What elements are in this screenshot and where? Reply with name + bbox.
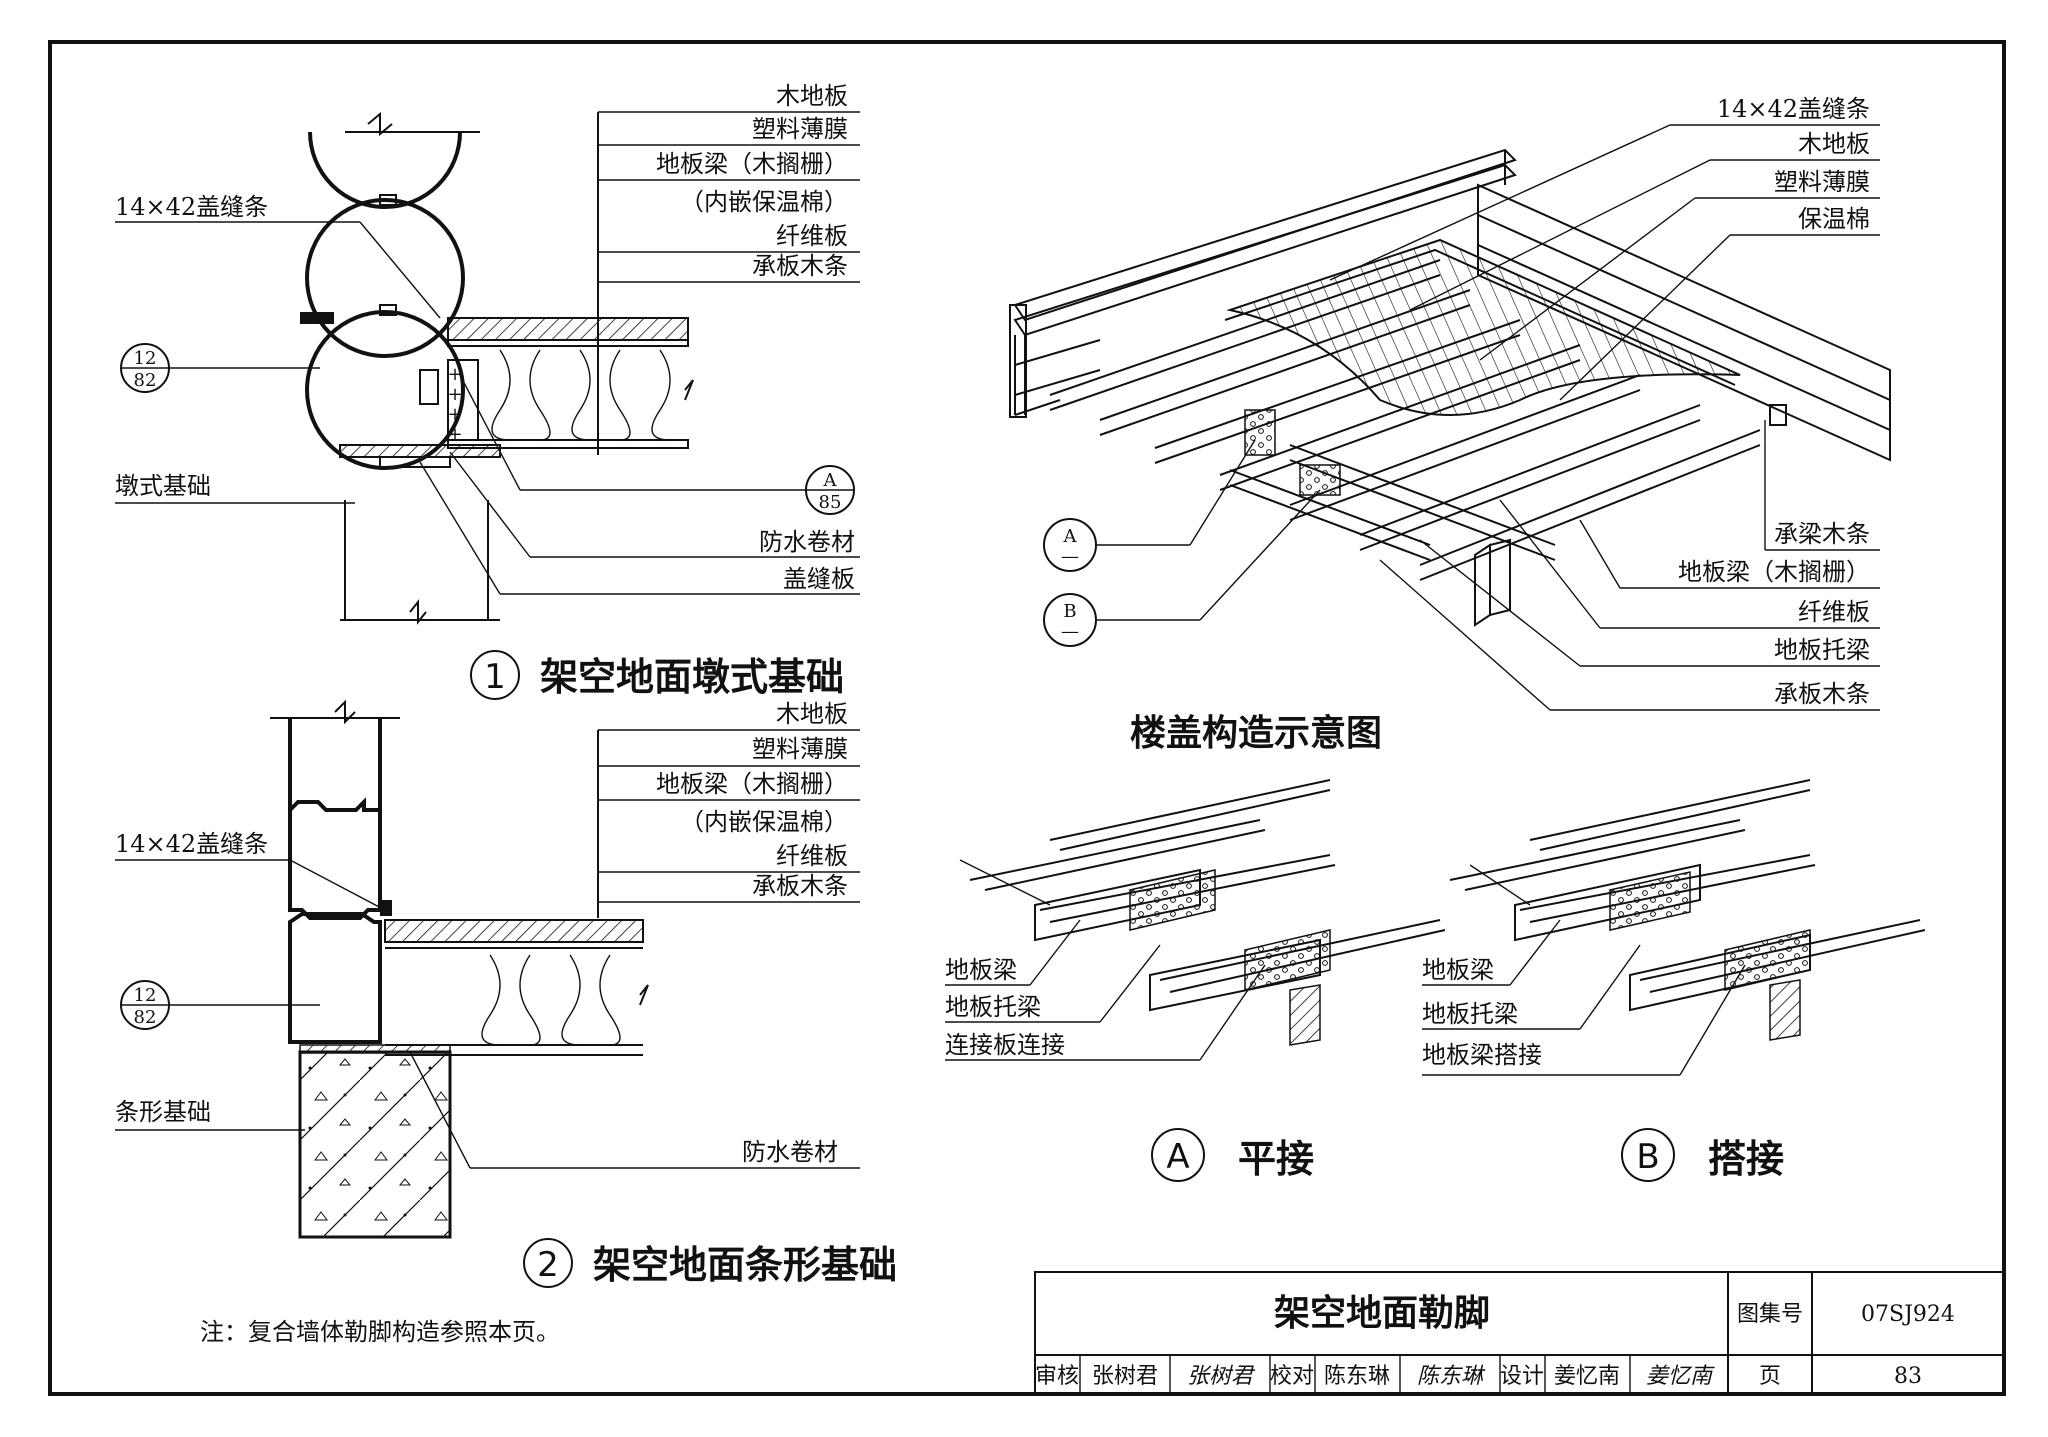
d2-label-strip-foundation: 条形基础 — [115, 1098, 211, 1126]
iso-ref-a: A — [1063, 526, 1078, 547]
b-label-girder: 地板托梁 — [1422, 1000, 1518, 1028]
floor-board-2 — [384, 919, 644, 943]
tb-check-label: 校对 — [1270, 1364, 1314, 1389]
b-label-lap-joint: 地板梁搭接 — [1422, 1041, 1542, 1069]
d2-label-batten: 承板木条 — [752, 872, 848, 900]
a-label-girder: 地板托梁 — [945, 993, 1041, 1021]
svg-text:+: + — [447, 424, 462, 445]
a-letter: A — [1166, 1137, 1189, 1177]
b-letter: B — [1636, 1137, 1659, 1177]
detail-2-strip-foundation: 木地板 塑料薄膜 地板梁（木搁栅） （内嵌保温棉） 纤维板 承板木条 14×42… — [115, 699, 897, 1346]
tb-atlas-no: 07SJ924 — [1861, 1302, 1955, 1327]
d1-number: 1 — [484, 657, 506, 697]
tb-page-label: 页 — [1759, 1364, 1781, 1389]
d2-ref-bottom: 82 — [134, 1007, 157, 1028]
b-beam-1 — [1514, 863, 1701, 942]
d2-label-wood-floor: 木地板 — [776, 700, 848, 728]
title-block: 架空地面勒脚 图集号 07SJ924 审核 张树君 张树君 校对 陈东琳 陈东琳… — [1034, 1271, 2005, 1395]
d1-label-waterproof: 防水卷材 — [759, 528, 855, 556]
iso-title: 楼盖构造示意图 — [1130, 713, 1382, 754]
iso-label-batten: 承板木条 — [1774, 680, 1870, 708]
tb-drawing-title: 架空地面勒脚 — [1274, 1293, 1490, 1334]
d1-label-batten: 承板木条 — [752, 252, 848, 280]
tb-checker-signature: 陈东琳 — [1417, 1364, 1486, 1389]
d1-label-plastic-film: 塑料薄膜 — [752, 115, 848, 143]
detail-b-lap-joint: 地板梁 地板托梁 地板梁搭接 B 搭接 — [1422, 779, 1926, 1182]
isometric-floor-diagram: 14×42盖缝条 木地板 塑料薄膜 保温棉 承梁木条 地板梁（木搁栅） 纤维板 … — [1009, 95, 1891, 754]
iso-label-insulation: 保温棉 — [1798, 205, 1870, 233]
d2-number-circle — [523, 1238, 573, 1288]
d1-ref-bottom: 82 — [134, 370, 157, 391]
d2-number: 2 — [537, 1245, 559, 1285]
sheet-note: 注：复合墙体勒脚构造参照本页。 — [200, 1318, 560, 1346]
d1-label-fiberboard: 纤维板 — [776, 222, 848, 250]
tb-page-no: 83 — [1894, 1364, 1922, 1389]
d1-label-cover-strip: 14×42盖缝条 — [115, 193, 268, 221]
d1-ref-a-top: A — [823, 470, 838, 491]
tb-reviewer-signature: 张树君 — [1187, 1364, 1256, 1389]
b-title: 搭接 — [1708, 1137, 1784, 1181]
wall-block-2 — [288, 912, 382, 1044]
d1-ref-a-bottom: 85 — [819, 492, 842, 513]
d2-label-fiberboard: 纤维板 — [776, 842, 848, 870]
detail-1-pier-foundation: + + + + 木地板 塑料薄膜 地板梁（木搁栅） （内嵌保温棉） 纤维板 承板… — [115, 82, 860, 700]
floor-boards-3d — [1226, 238, 1741, 416]
a-label-joist: 地板梁 — [945, 956, 1017, 984]
joists — [1049, 259, 1761, 581]
d1-ref-top: 12 — [134, 348, 157, 369]
iso-ref-b-dash: — — [1061, 621, 1079, 642]
iso-label-sill-batten: 承梁木条 — [1774, 520, 1870, 548]
d2-label-cover-strip: 14×42盖缝条 — [115, 830, 268, 858]
strip-foundation — [298, 1050, 452, 1239]
tb-review-label: 审核 — [1035, 1364, 1079, 1389]
iso-label-wood-floor: 木地板 — [1798, 130, 1870, 158]
d1-title: 架空地面墩式基础 — [540, 655, 844, 699]
b-letter-circle — [1621, 1128, 1675, 1182]
svg-text:+: + — [447, 364, 462, 385]
iso-ref-a-dash: — — [1061, 546, 1079, 567]
detail-a-butt-joint: 地板梁 地板托梁 连接板连接 A 平接 — [945, 779, 1446, 1182]
iso-label-girder: 地板托梁 — [1774, 636, 1870, 664]
d1-label-joist: 地板梁（木搁栅） — [656, 150, 848, 178]
a-title: 平接 — [1238, 1137, 1314, 1181]
d1-number-circle — [470, 650, 520, 700]
iso-label-cover-strip: 14×42盖缝条 — [1717, 95, 1870, 123]
d2-label-waterproof: 防水卷材 — [742, 1138, 838, 1166]
tb-checker: 陈东琳 — [1324, 1364, 1390, 1389]
iso-ref-b: B — [1063, 601, 1076, 622]
d1-label-pier-foundation: 墩式基础 — [115, 472, 211, 500]
insulation-1 — [491, 349, 671, 441]
tb-atlas-label: 图集号 — [1737, 1302, 1803, 1327]
insulation-2 — [481, 954, 621, 1046]
svg-text:+: + — [447, 404, 462, 425]
d2-label-joist: 地板梁（木搁栅） — [656, 770, 848, 798]
tb-reviewer: 张树君 — [1092, 1364, 1158, 1389]
iso-label-plastic-film: 塑料薄膜 — [1774, 168, 1870, 196]
d2-label-plastic-film: 塑料薄膜 — [752, 735, 848, 763]
iso-label-fiberboard: 纤维板 — [1798, 598, 1870, 626]
b-label-joist: 地板梁 — [1422, 956, 1494, 984]
a-label-plate-joint: 连接板连接 — [945, 1031, 1065, 1059]
a-letter-circle — [1151, 1128, 1205, 1182]
d1-label-cover-board: 盖缝板 — [783, 565, 855, 593]
iso-label-joist: 地板梁（木搁栅） — [1678, 558, 1870, 586]
d1-label-insulation: （内嵌保温棉） — [680, 188, 848, 216]
sheet-border — [48, 40, 2006, 1396]
tb-design-label: 设计 — [1500, 1364, 1544, 1389]
d2-title: 架空地面条形基础 — [593, 1243, 897, 1287]
d2-label-insulation: （内嵌保温棉） — [680, 808, 848, 836]
log-middle — [305, 198, 465, 358]
svg-text:+: + — [447, 384, 462, 405]
d2-ref-top: 12 — [134, 985, 157, 1006]
tb-designer: 姜忆南 — [1554, 1364, 1620, 1389]
d1-label-wood-floor: 木地板 — [776, 82, 848, 110]
tb-designer-signature: 姜忆南 — [1646, 1364, 1715, 1389]
sill-end — [1009, 304, 1027, 418]
floor-board-1 — [447, 317, 689, 341]
